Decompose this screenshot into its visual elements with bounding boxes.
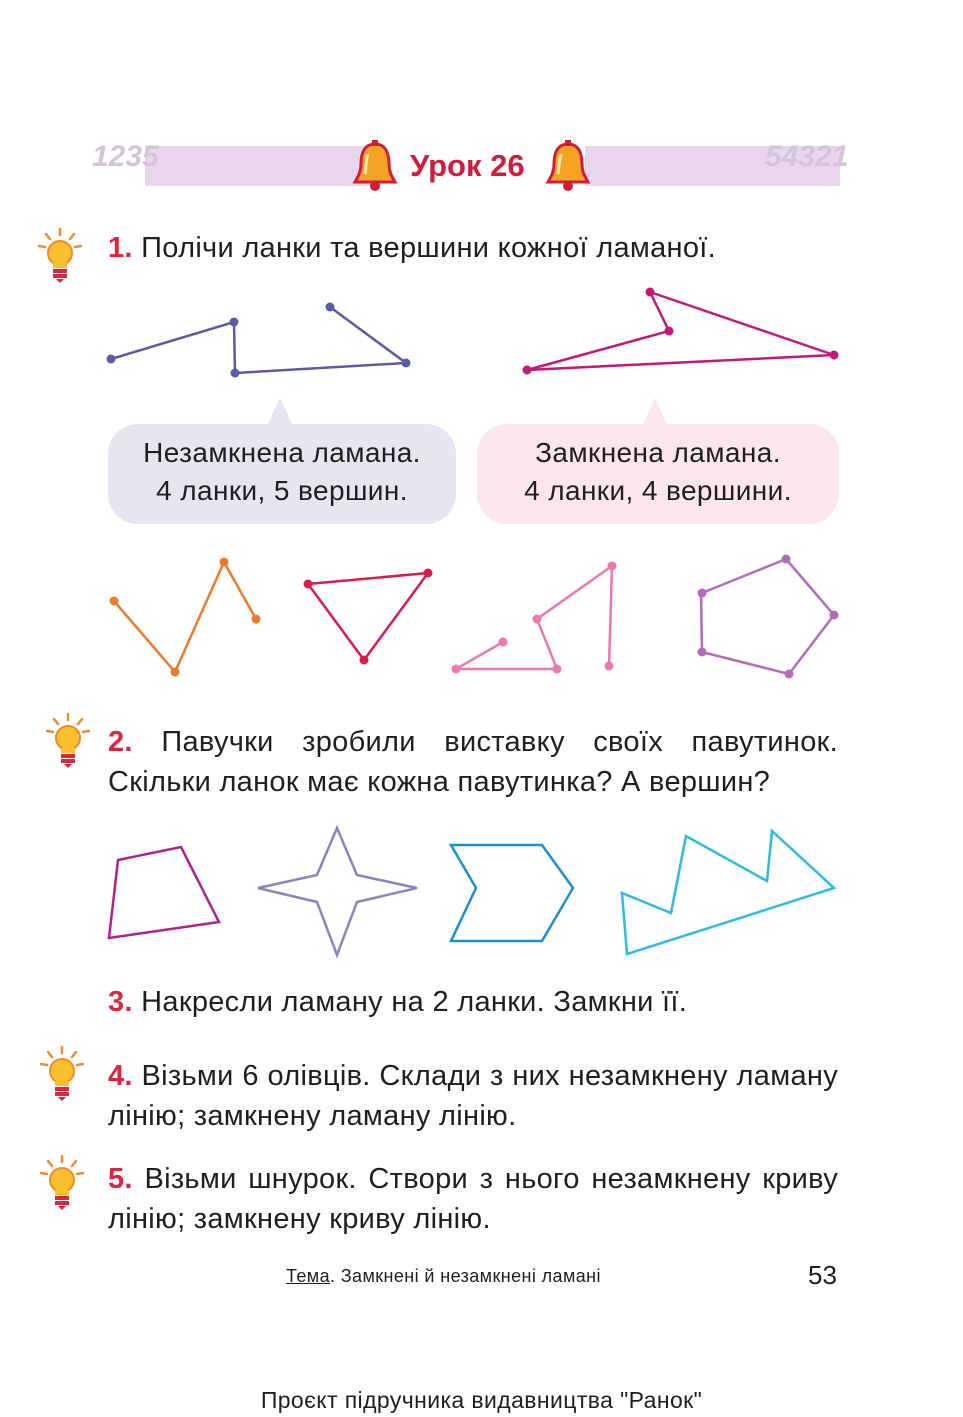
bell-icon [545,140,591,191]
web-zigzag [620,828,837,956]
task-number: 2. [108,726,133,758]
header-digits-left: 1235 [92,140,159,173]
topic-label: Тема [286,1266,330,1286]
task-text: Накресли ламану на 2 ланки. Замкни її. [141,986,688,1018]
lightbulb-icon [40,1046,84,1101]
lightbulb-icon [46,713,90,768]
task-3: 3. Накресли ламану на 2 ланки. Замкни її… [108,982,838,1022]
task-text: Полічи ланки та вершини кожної ламаної. [141,232,716,264]
task-1: 1. Полічи ланки та вершини кожної ламано… [108,228,838,268]
task-text: Візьми 6 олівців. Склади з них незамкнен… [108,1060,838,1132]
closed-polyline-example [522,287,839,375]
task-number: 3. [108,986,133,1018]
page-number: 53 [808,1260,837,1290]
task-2: 2. Павучки зробили виставку своїх павути… [108,722,838,802]
bubble-tail-left [268,398,292,424]
lightbulb-icon [38,228,82,283]
pink-open-polyline [451,561,617,674]
header-band-left [145,146,375,186]
web-star [257,824,418,959]
task-number: 1. [108,232,133,264]
lesson-title: Урок 26 [410,148,525,183]
task-number: 5. [108,1163,133,1195]
bubble-line: Замкнена ламана. [535,437,781,468]
task-text: Павучки зробили виставку своїх павутинок… [108,726,838,798]
bubble-open-polyline: Незамкнена ламана. 4 ланки, 5 вершин. [108,424,456,524]
header-digits-right: 54321 [765,140,849,173]
web-chevron [448,843,575,943]
bubble-line: Незамкнена ламана. [143,437,421,468]
topic-text: . Замкнені й незамкнені ламані [329,1266,601,1286]
task-text: Візьми шнурок. Створи з нього незамкнену… [108,1163,838,1235]
bubble-closed-polyline: Замкнена ламана. 4 ланки, 4 вершини. [477,424,839,524]
bubble-tail-right [643,398,667,424]
purple-hexagon-polyline [697,554,839,679]
lightbulb-icon [40,1155,84,1210]
red-triangle-polyline [303,568,433,665]
header-band-right [585,146,840,186]
bell-icon [352,140,398,191]
publisher-note: Проєкт підручника видавництва "Ранок" [260,1387,703,1413]
topic-line: Тема. Замкнені й незамкнені ламані [286,1266,601,1287]
web-quadrilateral [107,845,221,940]
bubble-line: 4 ланки, 5 вершин. [156,475,408,506]
task-4: 4. Візьми 6 олівців. Склади з них незамк… [108,1056,838,1136]
orange-zigzag-polyline [109,557,261,677]
open-polyline-example [106,302,411,378]
task-number: 4. [108,1060,133,1092]
task-5: 5. Візьми шнурок. Створи з нього незамкн… [108,1159,838,1239]
bubble-line: 4 ланки, 4 вершини. [524,475,792,506]
